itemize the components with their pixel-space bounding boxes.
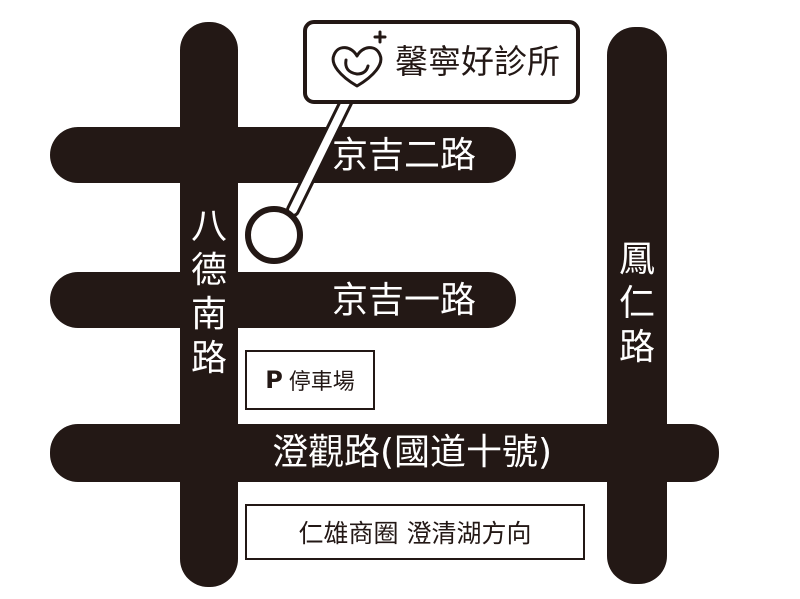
direction-sign: 仁雄商圈 澄清湖方向 [245, 504, 585, 560]
location-marker [245, 206, 303, 264]
road-label-char: 鳳 [618, 239, 655, 280]
road-label-char: 路 [190, 338, 227, 379]
clinic-name: 馨寧好診所 [395, 42, 560, 81]
road-label-char: 路 [618, 327, 655, 368]
road-jingji-2 [50, 127, 516, 183]
direction-label: 仁雄商圈 澄清湖方向 [298, 519, 532, 548]
road-label-jingji-1: 京吉一路 [332, 280, 477, 321]
road-label-char: 南 [190, 294, 227, 335]
callout-bubble [303, 20, 580, 104]
road-label-chengguan: 澄觀路(國道十號) [272, 432, 553, 473]
road-label-fengren: 鳳 仁 路 [617, 238, 657, 370]
road-fengren [607, 27, 667, 584]
parking-label: 停車場 [288, 370, 355, 395]
callout-pointer-line-inner [289, 92, 353, 214]
road-label-jingji-2: 京吉二路 [332, 135, 477, 176]
parking-icon: P [265, 366, 283, 394]
road-label-char: 八 [190, 206, 227, 247]
parking-box: P 停車場 [245, 350, 375, 410]
road-chengguan [50, 424, 719, 482]
road-label-bade-south: 八 德 南 路 [189, 205, 229, 381]
heart-cross-icon [331, 30, 387, 88]
road-jingji-1 [50, 272, 516, 328]
road-label-char: 仁 [618, 283, 655, 324]
road-label-char: 德 [190, 250, 227, 291]
